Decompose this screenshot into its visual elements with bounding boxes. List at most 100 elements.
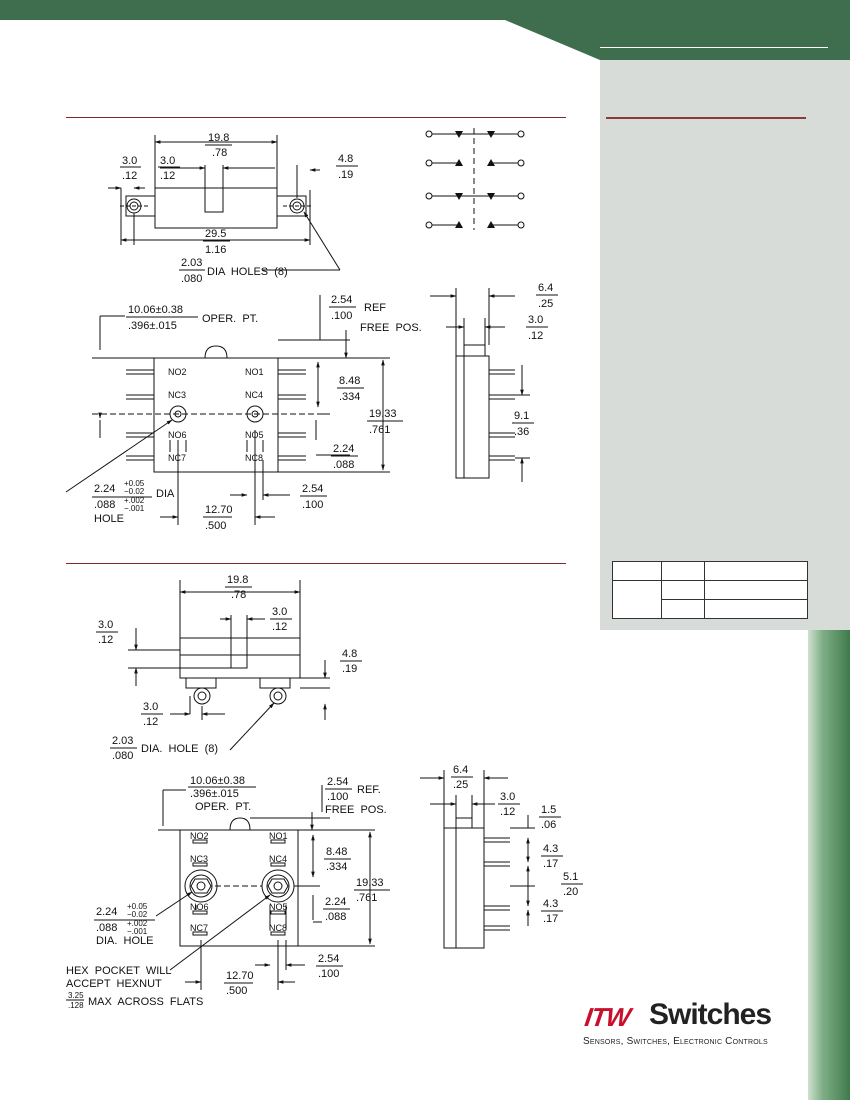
side-a-in: .06 xyxy=(541,819,556,831)
oper-label: OPER. PT. xyxy=(195,801,251,813)
hole-in: .088 xyxy=(96,922,117,934)
terminal-label: NC3 xyxy=(190,854,208,864)
dim-b-mm: 3.0 xyxy=(272,606,287,618)
side-d-in: .17 xyxy=(543,913,558,925)
side-view-2 xyxy=(420,770,535,949)
hex-in: .128 xyxy=(68,1001,84,1010)
side-w-in: .25 xyxy=(538,298,553,310)
terminal-label: NO6 xyxy=(190,902,209,912)
logo-tagline: Sensors, Switches, Electronic Controls xyxy=(583,1036,768,1047)
dim-a-mm: 3.0 xyxy=(98,619,113,631)
section-rule-1 xyxy=(66,117,566,118)
ref-label: REF. xyxy=(357,784,381,796)
logo-wordmark: ITW Switches xyxy=(583,998,803,1034)
side-a-mm: 1.5 xyxy=(541,804,556,816)
dim-width-in: .78 xyxy=(231,589,246,601)
side-view-1 xyxy=(430,288,530,482)
dim-c-in: .19 xyxy=(342,663,357,675)
holes-mm: 2.03 xyxy=(181,257,202,269)
hole-in-tol-minus: −.001 xyxy=(124,504,145,513)
options-table xyxy=(612,561,808,619)
holes-in: .080 xyxy=(112,750,133,762)
dim-c-mm: 2.24 xyxy=(333,443,354,455)
pitch-in: .500 xyxy=(226,985,247,997)
dim-b-in: .12 xyxy=(272,621,287,633)
side-w-in: .25 xyxy=(453,779,468,791)
spacing-in: .100 xyxy=(318,968,339,980)
side-b-mm: 4.3 xyxy=(543,843,558,855)
top-view-2 xyxy=(128,580,330,751)
terminal-label: NO5 xyxy=(245,430,264,440)
terminal-label: NO1 xyxy=(269,831,288,841)
table-cell xyxy=(612,580,662,619)
hole-label: HOLE xyxy=(94,513,124,525)
side-view-1-labels: 6.4 .25 3.0 .12 9.1 .36 xyxy=(512,282,558,438)
dim-right-mm: 4.8 xyxy=(338,153,353,165)
side-p-mm: 9.1 xyxy=(514,410,529,422)
dim-inner-mm: 3.0 xyxy=(160,155,175,167)
dim-a-mm: 8.48 xyxy=(339,375,360,387)
table-cell xyxy=(661,599,705,619)
dim-right-in: .19 xyxy=(338,169,353,181)
pitch-in: .500 xyxy=(205,520,226,532)
front-view-1-labels: 10.06±0.38 .396±.015 OPER. PT. 2.54 .100… xyxy=(92,294,422,532)
terminal-label: NC4 xyxy=(245,390,263,400)
hole-mm-tol-minus: −0.02 xyxy=(127,910,148,919)
dim-c-in: .088 xyxy=(333,459,354,471)
holes-mm: 2.03 xyxy=(112,735,133,747)
logo-itw: ITW xyxy=(582,1002,632,1032)
dim-d-mm: 3.0 xyxy=(143,701,158,713)
hole-label-dia: DIA xyxy=(156,488,175,500)
side-w-mm: 6.4 xyxy=(453,764,468,776)
table-cell xyxy=(704,599,808,619)
ref-mm: 2.54 xyxy=(331,294,352,306)
side-t-in: .12 xyxy=(500,806,515,818)
dim-overall-mm: 29.5 xyxy=(205,228,226,240)
spacing-mm: 2.54 xyxy=(302,483,323,495)
table-cell xyxy=(704,561,808,581)
side-c-mm: 5.1 xyxy=(563,871,578,883)
holes-in: .080 xyxy=(181,273,202,285)
logo-brand-name: Switches xyxy=(649,998,772,1031)
oper-in: .396±.015 xyxy=(128,320,177,332)
terminal-label: NC8 xyxy=(269,923,287,933)
top-view-2-labels: 19.8 .78 3.0 .12 3.0 .12 4.8 .19 3.0 .12… xyxy=(96,574,362,762)
sidebar-rule xyxy=(606,117,806,119)
dim-left-in: .12 xyxy=(122,170,137,182)
holes-label: DIA HOLES (8) xyxy=(207,266,288,278)
hole-in: .088 xyxy=(94,499,115,511)
dim-h-in: .761 xyxy=(369,424,390,436)
hole-mm: 2.24 xyxy=(96,906,117,918)
table-row xyxy=(612,580,808,619)
terminal-label: NO5 xyxy=(269,902,288,912)
ref-mm: 2.54 xyxy=(327,776,348,788)
hole-mm: 2.24 xyxy=(94,483,115,495)
side-c-in: .20 xyxy=(563,886,578,898)
dim-c-in: .088 xyxy=(325,911,346,923)
side-t-mm: 3.0 xyxy=(500,791,515,803)
holes-label: DIA. HOLE (8) xyxy=(141,743,218,755)
header-banner xyxy=(0,0,850,60)
hole-mm-tol-minus: −0.02 xyxy=(124,487,145,496)
dim-h-mm: 19.33 xyxy=(356,877,384,889)
dim-h-mm: 19.33 xyxy=(369,408,397,420)
dim-overall-in: 1.16 xyxy=(205,244,226,256)
top-view-1 xyxy=(108,135,341,271)
dim-c-mm: 2.24 xyxy=(325,896,346,908)
ref-label: REF xyxy=(364,302,386,314)
hole-in-tol-minus: −.001 xyxy=(127,927,148,936)
terminal-label: NO6 xyxy=(168,430,187,440)
front-view-1 xyxy=(65,295,390,525)
sidebar-top-rule xyxy=(600,47,828,48)
side-w-mm: 6.4 xyxy=(538,282,553,294)
top-view-1-labels: 19.8 .78 3.0 .12 3.0 .12 4.8 .19 29.5 1.… xyxy=(120,132,358,285)
side-b-in: .17 xyxy=(543,858,558,870)
spacing-mm: 2.54 xyxy=(318,953,339,965)
hex-note-line1: HEX POCKET WILL xyxy=(66,965,172,977)
dim-a-in: .12 xyxy=(98,634,113,646)
pitch-mm: 12.70 xyxy=(205,504,233,516)
terminal-label: NC7 xyxy=(190,923,208,933)
hole-mm-tol-plus: +0.05 xyxy=(124,479,145,488)
table-cell xyxy=(704,580,808,600)
oper-mm: 10.06±0.38 xyxy=(190,775,245,787)
